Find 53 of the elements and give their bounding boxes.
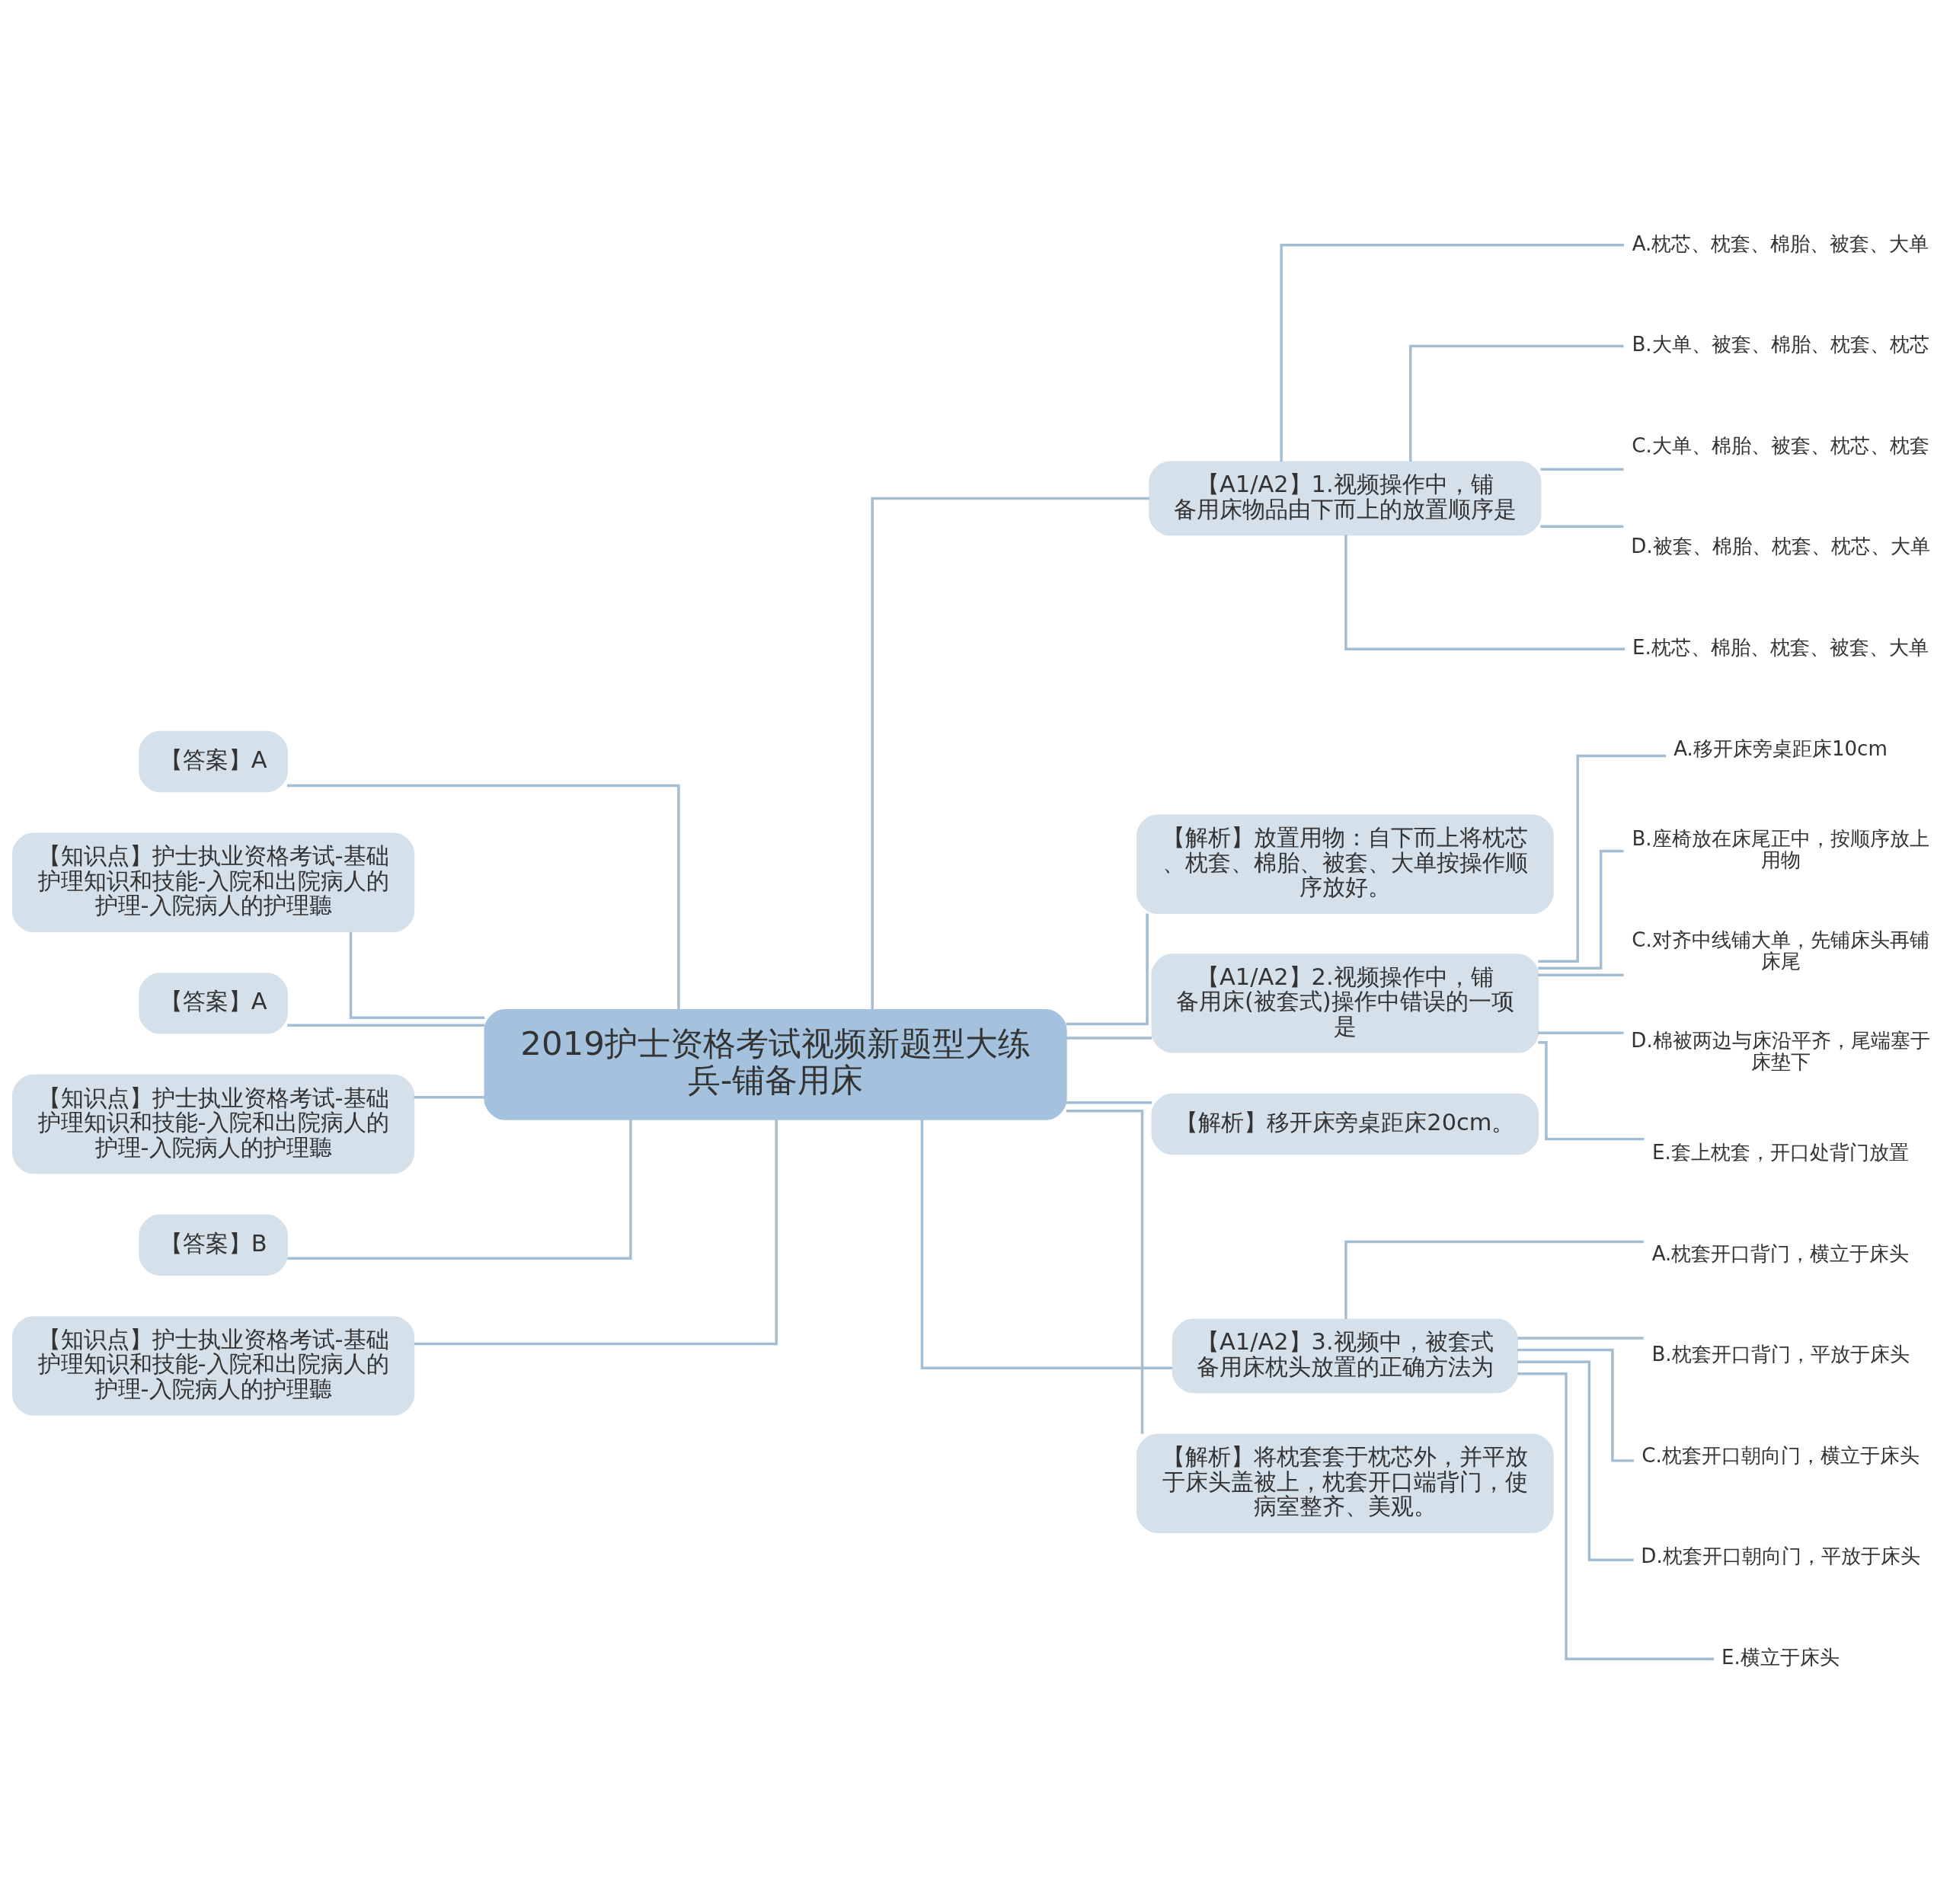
- connector: [1538, 1041, 1645, 1141]
- connector: [286, 784, 680, 1010]
- node-box: 【知识点】护士执业资格考试-基础护理知识和技能-入院和出院病人的护理-入院病人的护理聽: [12, 832, 415, 932]
- connector: [1066, 913, 1149, 1026]
- connector: [1538, 754, 1667, 963]
- connector: [1344, 1240, 1644, 1320]
- connector: [1540, 525, 1624, 529]
- connector: [1066, 1101, 1152, 1104]
- node-text: D.枕套开口朝向门，平放于床头: [1641, 1545, 1920, 1568]
- connector: [1066, 1037, 1152, 1040]
- connector: [1538, 973, 1624, 976]
- node-text: E.套上枕套，开口处背门放置: [1652, 1140, 1909, 1164]
- connector: [1408, 344, 1624, 462]
- node-box: 【A1/A2】2.视频操作中，铺备用床(被套式)操作中错误的一项是: [1151, 954, 1539, 1053]
- connector: [871, 497, 1149, 1010]
- node-text: C.大单、棉胎、被套、枕芯、枕套: [1632, 433, 1929, 457]
- node-text: A.移开床旁桌距床10cm: [1673, 736, 1888, 760]
- node-box: 2019护士资格考试视频新题型大练兵-铺备用床: [484, 1009, 1067, 1120]
- node-text: B.座椅放在床尾正中，按顺序放上用物: [1632, 827, 1929, 872]
- connector: [287, 1120, 632, 1260]
- node-box: 【知识点】护士执业资格考试-基础护理知识和技能-入院和出院病人的护理-入院病人的护理聽: [12, 1074, 415, 1174]
- node-box: 【答案】A: [139, 973, 288, 1034]
- node-box: 【解析】将枕套套于枕芯外，并平放于床头盖被上，枕套开口端背门，使病室整齐、美观。: [1136, 1433, 1554, 1533]
- node-box: 【答案】B: [139, 1214, 288, 1276]
- node-box: 【解析】移开床旁桌距床20cm。: [1151, 1093, 1539, 1155]
- node-box: 【A1/A2】3.视频中，被套式备用床枕头放置的正确方法为: [1172, 1318, 1518, 1394]
- node-text: D.棉被两边与床沿平齐，尾端塞于床垫下: [1631, 1029, 1930, 1074]
- connector: [1517, 1337, 1644, 1340]
- node-text: C.对齐中线铺大单，先铺床头再铺床尾: [1632, 928, 1929, 973]
- connector: [920, 1120, 1173, 1370]
- node-text: E.枕芯、棉胎、枕套、被套、大单: [1632, 635, 1929, 659]
- node-text: B.大单、被套、棉胎、枕套、枕芯: [1632, 333, 1929, 356]
- connector: [1540, 468, 1624, 471]
- connector: [1517, 1372, 1714, 1660]
- connector: [349, 931, 485, 1019]
- node-text: E.横立于床头: [1721, 1645, 1840, 1669]
- connector: [1517, 1360, 1634, 1562]
- node-box: 【知识点】护士执业资格考试-基础护理知识和技能-入院和出院病人的护理-入院病人的护理聽: [12, 1316, 415, 1416]
- connector: [1280, 244, 1624, 462]
- connector: [414, 1120, 778, 1346]
- node-box: 【答案】A: [139, 730, 288, 793]
- connector: [1344, 535, 1626, 650]
- node-text: A.枕套开口背门，横立于床头: [1651, 1241, 1910, 1265]
- node-box: 【A1/A2】1.视频操作中，铺备用床物品由下而上的放置顺序是: [1149, 461, 1542, 536]
- node-text: D.被套、棉胎、枕套、枕芯、大单: [1631, 535, 1930, 558]
- connector: [1066, 1109, 1144, 1434]
- node-text: B.枕套开口背门，平放于床头: [1651, 1343, 1910, 1366]
- connector: [414, 1096, 485, 1099]
- node-text: C.枕套开口朝向门，横立于床头: [1642, 1443, 1920, 1467]
- node-box: 【解析】放置用物：自下而上将枕芯、枕套、棉胎、被套、大单按操作顺序放好。: [1136, 814, 1554, 914]
- node-text: A.枕芯、枕套、棉胎、被套、大单: [1632, 232, 1929, 255]
- connector: [1538, 1031, 1624, 1034]
- connector: [287, 1024, 485, 1027]
